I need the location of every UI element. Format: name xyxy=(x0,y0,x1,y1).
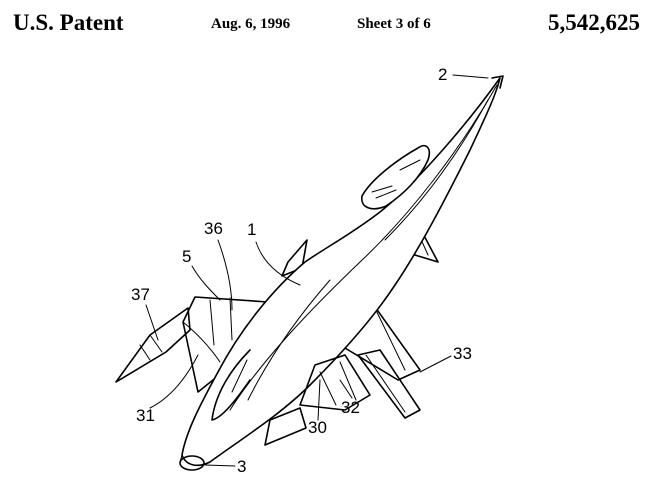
ref-33: 33 xyxy=(453,344,472,363)
left-fin xyxy=(115,307,191,383)
patent-label: U.S. Patent xyxy=(13,10,124,35)
engine-intake xyxy=(211,349,251,421)
ref-3: 3 xyxy=(237,457,246,476)
ref-2: 2 xyxy=(438,65,447,84)
ref-30: 30 xyxy=(308,418,327,437)
right-tailplane xyxy=(357,349,421,419)
ventral-fins xyxy=(264,354,371,446)
patent-number: 5,542,625 xyxy=(548,10,640,35)
ref-1: 1 xyxy=(247,220,256,239)
ref-32: 32 xyxy=(341,398,360,417)
sheet-indicator: Sheet 3 of 6 xyxy=(357,16,431,32)
patent-date: Aug. 6, 1996 xyxy=(211,16,291,32)
ref-37: 37 xyxy=(131,285,150,304)
canopy xyxy=(361,144,431,210)
reference-numerals: 2 36 1 5 37 33 32 30 31 3 xyxy=(131,65,489,476)
ref-36: 36 xyxy=(204,219,223,238)
ref-5: 5 xyxy=(182,247,191,266)
fuselage xyxy=(181,75,504,467)
exhaust-nozzle xyxy=(179,454,205,471)
ref-31: 31 xyxy=(136,406,155,425)
